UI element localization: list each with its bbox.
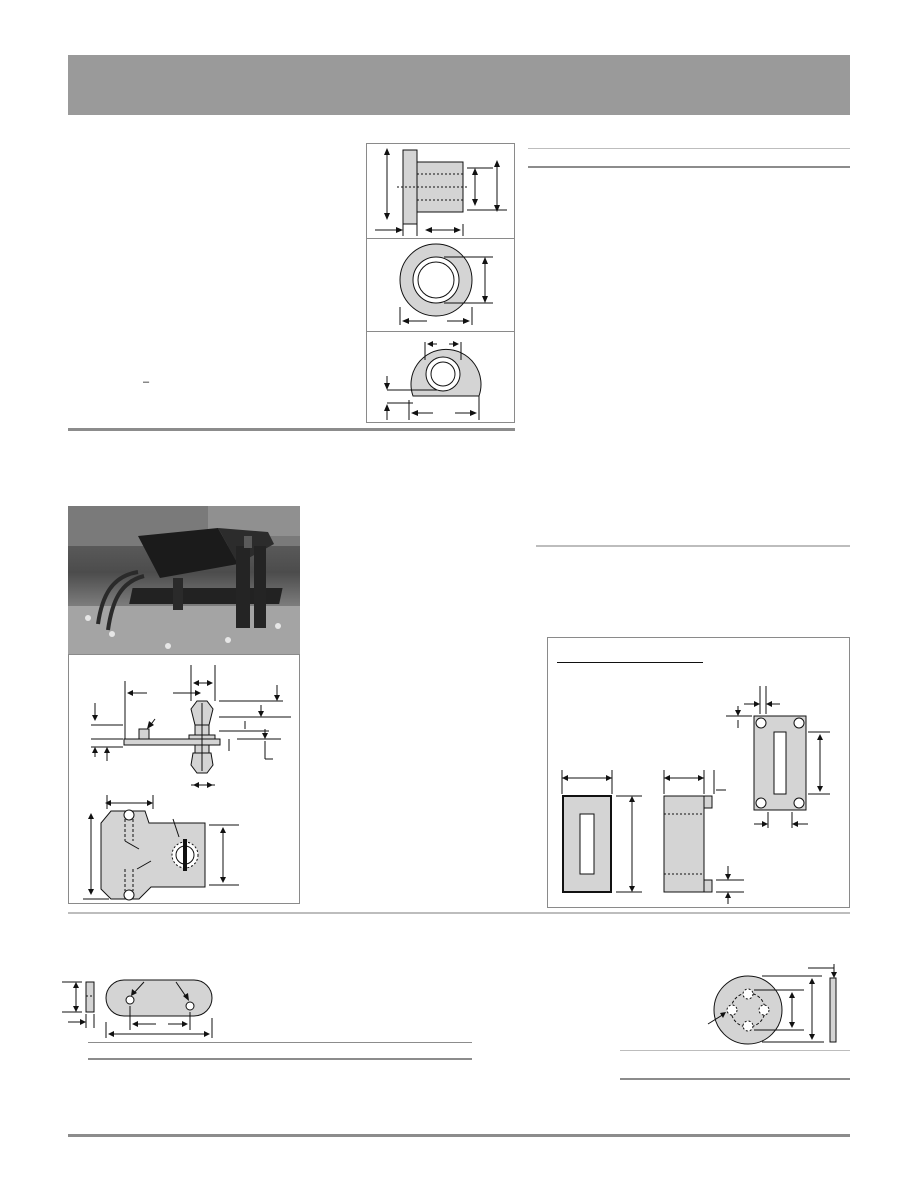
oval-table-rule	[88, 1058, 472, 1060]
header-band	[68, 55, 850, 115]
oval-spacer-icon	[62, 979, 213, 1038]
round-spacer-icon	[707, 964, 837, 1045]
minus-sign-text: –	[143, 376, 150, 388]
right-header-rule	[528, 166, 850, 168]
bushing-figure-panel	[366, 143, 515, 423]
led-spacer-photo	[68, 506, 300, 654]
round-table-rule-top	[620, 1050, 850, 1051]
led-spacer-top-icon	[83, 795, 239, 901]
led-spacer-drawing-panel	[68, 654, 300, 904]
flanged-bushing-side-icon	[375, 148, 507, 236]
flanged-bushing-end-icon	[399, 243, 493, 325]
round-table-rule	[620, 1078, 850, 1080]
oval-table-rule-top	[88, 1042, 472, 1043]
footer-rule	[68, 1134, 850, 1137]
section-divider-right	[536, 545, 850, 547]
rect-spacer-plate-icon	[726, 686, 830, 828]
led-spacer-side-icon	[91, 665, 291, 788]
truncated-washer-icon	[384, 341, 482, 420]
rect-spacer-figure-panel	[547, 637, 850, 908]
right-header-rule-top	[528, 148, 850, 149]
section-divider-left	[68, 428, 515, 431]
rect-spacer-caption-rule	[557, 662, 703, 663]
section-divider-lower	[68, 912, 850, 914]
rect-spacer-front-icon	[561, 770, 642, 893]
rect-spacer-side-icon	[663, 770, 744, 904]
